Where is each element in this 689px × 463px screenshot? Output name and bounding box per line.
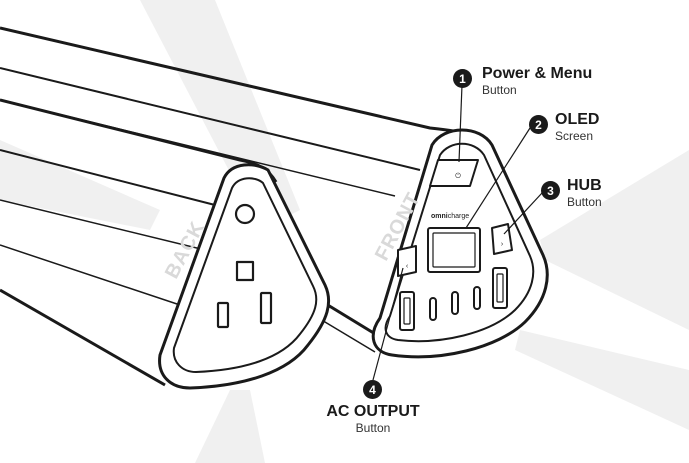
callout-label-2: OLED Screen	[555, 111, 600, 143]
back-end-cap	[158, 163, 331, 390]
usb-c-port-2	[451, 291, 459, 315]
back-outlet-slot-left	[216, 301, 230, 329]
callout-title-3: HUB	[567, 177, 602, 194]
usb-c-port-3	[473, 286, 481, 310]
callout-title-2: OLED	[555, 111, 600, 128]
callout-title-4: AC OUTPUT	[326, 403, 420, 420]
left-arrow-button[interactable]	[397, 245, 417, 277]
callout-label-1: Power & Menu Button	[482, 65, 593, 97]
callout-subtitle-1: Button	[482, 83, 517, 97]
oled-screen	[427, 227, 481, 273]
power-button[interactable]	[429, 159, 479, 187]
left-arrow-glyph: ‹	[406, 263, 409, 270]
callout-badge-3: 3	[541, 181, 560, 200]
usb-c-port-1	[429, 297, 437, 321]
power-symbol: ⏻	[455, 172, 461, 180]
callout-subtitle-3: Button	[567, 195, 602, 209]
callout-badge-1: 1	[453, 69, 472, 88]
leader-lines	[372, 84, 543, 381]
front-panel	[371, 128, 549, 359]
callout-subtitle-2: Screen	[555, 129, 594, 143]
callout-label-3: HUB Button	[567, 177, 602, 209]
back-ground-slot	[235, 260, 255, 282]
callout-subtitle-4: Button	[355, 421, 391, 435]
callout-badge-2: 2	[529, 115, 548, 134]
leader-line-2	[465, 127, 531, 229]
leader-line-4	[372, 267, 404, 381]
callout-title-1: Power & Menu	[482, 65, 593, 82]
leader-line-1	[458, 84, 463, 163]
callout-badge-4: 4	[363, 380, 382, 399]
callout-label-4: AC OUTPUT Button	[323, 403, 423, 435]
back-outlet-slot-right	[259, 291, 273, 325]
back-ground-hole	[234, 203, 256, 225]
leader-line-3	[503, 192, 543, 235]
brand-logo: omnicharge	[431, 213, 469, 220]
right-arrow-glyph: ›	[501, 241, 504, 248]
